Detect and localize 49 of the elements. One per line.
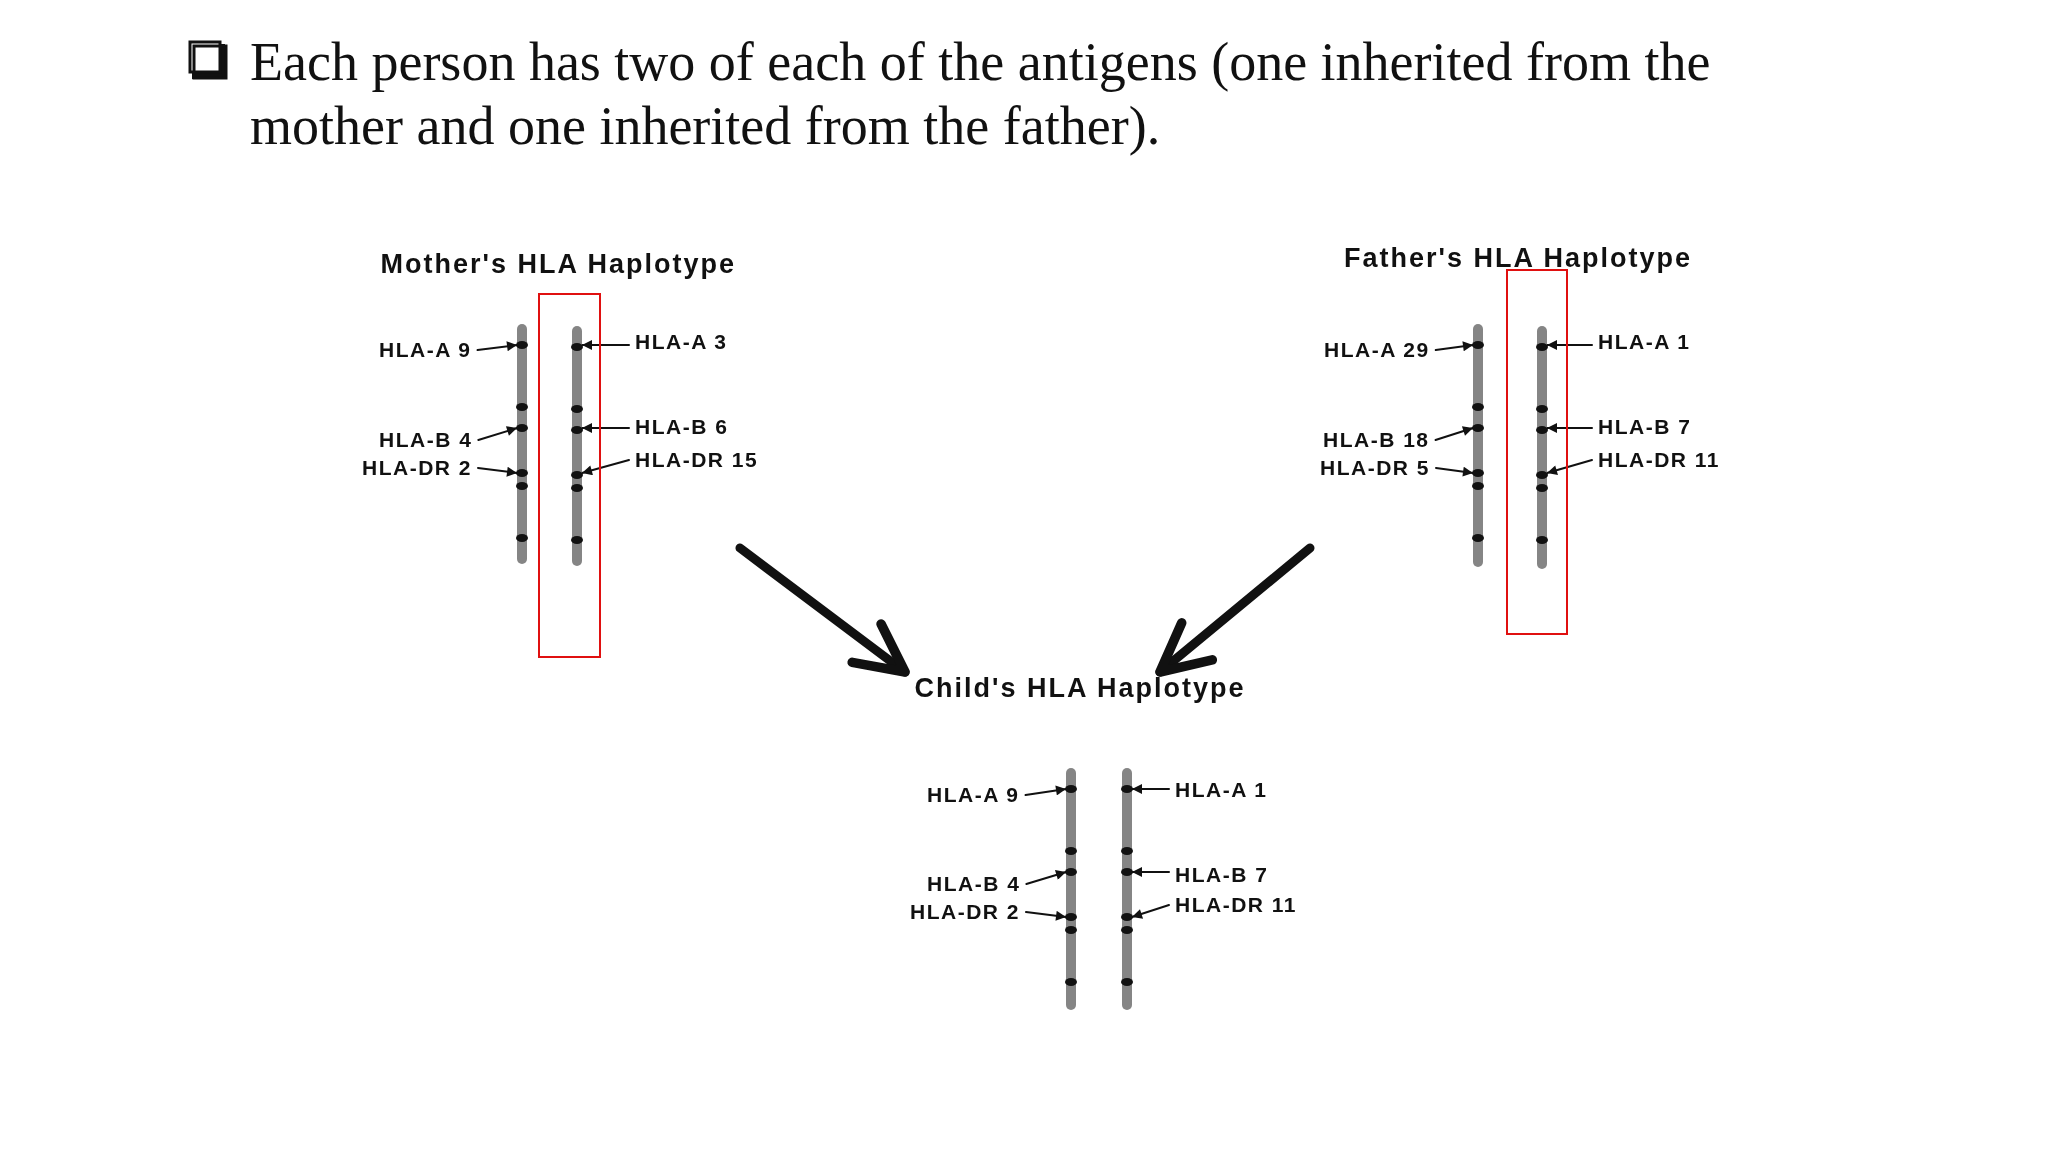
leader-arrow <box>581 340 630 350</box>
allele-label: HLA-DR 15 <box>635 448 759 472</box>
leader-arrow <box>477 466 518 477</box>
allele-label: HLA-A 1 <box>1598 330 1691 354</box>
leader-arrow <box>581 423 630 433</box>
haplotype-heading: Mother's HLA Haplotype <box>380 248 736 280</box>
leader-arrow <box>1434 426 1474 441</box>
leader-arrow <box>1025 870 1067 885</box>
leader-arrow <box>1546 459 1593 476</box>
allele-label: HLA-A 3 <box>635 330 728 354</box>
leader-arrow <box>477 426 518 441</box>
chromosome-bar <box>517 324 527 564</box>
allele-label: HLA-A 9 <box>927 783 1020 807</box>
leader-arrow <box>1131 867 1170 877</box>
chromosome-bar <box>1122 768 1132 1010</box>
chromosome-bar <box>572 326 582 566</box>
leader-arrow <box>1024 785 1067 796</box>
highlight-box <box>538 293 601 658</box>
allele-label: HLA-DR 11 <box>1175 893 1298 917</box>
leader-arrow <box>1546 423 1593 433</box>
haplotype-heading: Father's HLA Haplotype <box>1344 242 1692 274</box>
allele-label: HLA-DR 2 <box>362 456 472 480</box>
leader-arrow <box>1131 904 1170 919</box>
leader-arrow <box>1025 910 1067 921</box>
allele-label: HLA-B 4 <box>927 872 1021 896</box>
leader-arrow <box>476 341 518 352</box>
leader-arrow <box>1435 466 1474 477</box>
chromosome-bar <box>1473 324 1483 567</box>
allele-label: HLA-DR 2 <box>910 900 1020 924</box>
allele-label: HLA-B 7 <box>1175 863 1269 887</box>
leader-arrow <box>581 459 630 476</box>
chromosome-bar <box>1537 326 1547 569</box>
inheritance-arrow <box>735 543 910 677</box>
allele-label: HLA-DR 11 <box>1598 448 1721 472</box>
allele-label: HLA-A 9 <box>379 338 472 362</box>
allele-label: HLA-B 6 <box>635 415 729 439</box>
leader-arrow <box>1131 784 1170 794</box>
allele-label: HLA-B 18 <box>1323 428 1430 452</box>
allele-label: HLA-A 29 <box>1324 338 1430 362</box>
inheritance-arrow <box>1155 543 1315 677</box>
leader-arrow <box>1434 341 1474 352</box>
bullet-text: Each person has two of each of the antigens (one inherited from the mother and one inherited from the father). <box>250 32 1711 156</box>
allele-label: HLA-B 7 <box>1598 415 1692 439</box>
haplotype-heading: Child's HLA Haplotype <box>914 672 1246 704</box>
leader-arrow <box>1546 340 1593 350</box>
chromosome-bar <box>1066 768 1076 1010</box>
allele-label: HLA-DR 5 <box>1320 456 1430 480</box>
allele-label: HLA-B 4 <box>379 428 473 452</box>
allele-label: HLA-A 1 <box>1175 778 1268 802</box>
